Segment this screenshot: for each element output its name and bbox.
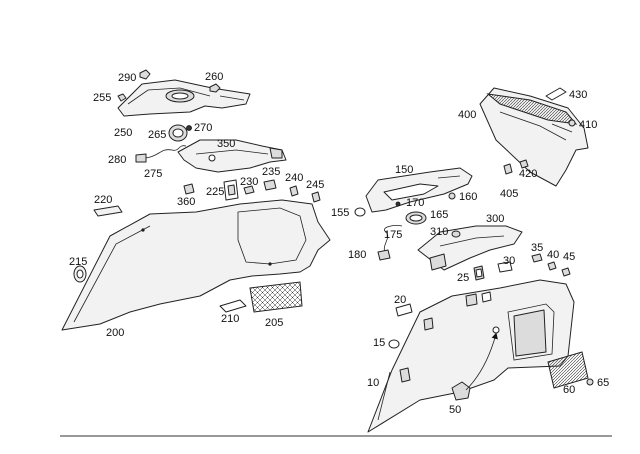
- part-60-grille: [547, 351, 589, 389]
- part-175-wiring-harness: [377, 225, 403, 261]
- label-240: 240: [285, 172, 303, 184]
- label-65: 65: [597, 377, 609, 389]
- part-300-bracket: [417, 225, 523, 271]
- callout-labels: 290 260 255 250 265 270 350 280 275 220 …: [69, 71, 609, 416]
- part-25-socket: [473, 265, 485, 281]
- label-205: 205: [265, 317, 283, 329]
- label-25: 25: [457, 272, 469, 284]
- part-165-speaker: [395, 201, 427, 225]
- label-50: 50: [449, 404, 461, 416]
- label-170: 170: [406, 197, 424, 209]
- label-215: 215: [69, 256, 87, 268]
- part-15-clip: [388, 339, 400, 349]
- label-160: 160: [459, 191, 477, 203]
- label-265: 265: [148, 129, 166, 141]
- label-410: 410: [579, 119, 597, 131]
- part-245-clip: [311, 191, 321, 203]
- label-45: 45: [563, 251, 575, 263]
- part-405-clip: [519, 159, 529, 169]
- part-215-cap: [73, 265, 87, 283]
- label-250: 250: [114, 127, 132, 139]
- part-255-clip: [117, 93, 127, 102]
- label-245: 245: [306, 179, 324, 191]
- label-30: 30: [503, 255, 515, 267]
- label-60: 60: [563, 384, 575, 396]
- label-290: 290: [118, 72, 136, 84]
- part-50-socket: [451, 332, 498, 401]
- part-310-clip: [451, 230, 461, 238]
- part-265-speaker: [168, 124, 192, 142]
- part-225-holder: [223, 179, 239, 201]
- label-220: 220: [94, 194, 112, 206]
- label-165: 165: [430, 209, 448, 221]
- part-420-sensor: [503, 163, 513, 175]
- label-255: 255: [93, 92, 111, 104]
- label-35: 35: [531, 242, 543, 254]
- label-155: 155: [331, 207, 349, 219]
- part-430-badge: [545, 87, 567, 101]
- part-410-screw: [568, 119, 576, 127]
- label-175: 175: [384, 229, 402, 241]
- label-235: 235: [262, 166, 280, 178]
- part-290-clip: [139, 69, 151, 80]
- label-400: 400: [458, 109, 476, 121]
- part-260-clip: [209, 83, 221, 93]
- part-350-bracket: [177, 139, 287, 173]
- label-310: 310: [430, 226, 448, 238]
- part-65-clip: [586, 378, 594, 386]
- part-45-clip: [561, 267, 571, 277]
- part-160-clip: [448, 192, 456, 200]
- label-350: 350: [217, 138, 235, 150]
- label-430: 430: [569, 89, 587, 101]
- part-205-cargo-net: [249, 281, 303, 313]
- part-200-side-trim-panel: [61, 199, 331, 331]
- part-10-side-trim-panel: [367, 279, 575, 433]
- label-260: 260: [205, 71, 223, 83]
- label-210: 210: [221, 313, 239, 325]
- part-250-shelf-panel: [117, 79, 251, 117]
- label-200: 200: [106, 327, 124, 339]
- label-40: 40: [547, 249, 559, 261]
- part-40-clip: [547, 261, 557, 271]
- part-400-tailgate-cover: [479, 87, 589, 187]
- part-35-clip: [531, 253, 543, 263]
- part-210-cover: [219, 299, 247, 313]
- part-30-cover: [497, 261, 513, 273]
- part-20-clip: [395, 303, 413, 317]
- part-235-clip: [263, 179, 277, 191]
- label-230: 230: [240, 176, 258, 188]
- label-275: 275: [144, 168, 162, 180]
- label-270: 270: [194, 122, 212, 134]
- part-155-clip: [354, 207, 366, 217]
- label-280: 280: [108, 154, 126, 166]
- label-20: 20: [394, 294, 406, 306]
- label-10: 10: [367, 377, 379, 389]
- label-180: 180: [348, 249, 366, 261]
- part-150-upper-trim: [365, 167, 473, 213]
- label-300: 300: [486, 213, 504, 225]
- label-405: 405: [500, 188, 518, 200]
- part-230-clip: [243, 185, 255, 195]
- label-225: 225: [206, 186, 224, 198]
- part-220-handle: [93, 205, 123, 217]
- label-420: 420: [519, 168, 537, 180]
- part-240-clip: [289, 185, 299, 197]
- label-150: 150: [395, 164, 413, 176]
- part-360-clip: [183, 183, 195, 195]
- part-275-wiring-harness: [135, 145, 187, 163]
- label-360: 360: [177, 196, 195, 208]
- label-15: 15: [373, 337, 385, 349]
